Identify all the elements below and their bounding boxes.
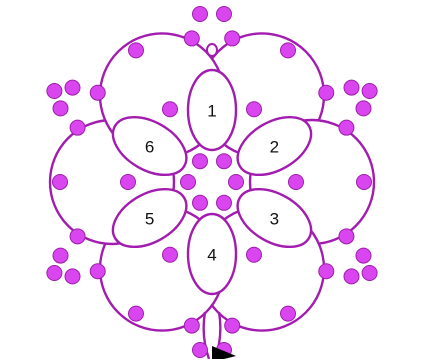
bead-40 (193, 343, 208, 358)
bead-29 (129, 43, 144, 58)
bead-43 (53, 248, 68, 263)
bead-48 (47, 84, 62, 99)
bead-6 (193, 154, 208, 169)
bead-36 (362, 84, 377, 99)
bead-13 (184, 31, 199, 46)
bead-38 (356, 248, 371, 263)
bead-34 (356, 101, 371, 116)
bead-19 (339, 229, 354, 244)
bead-31 (217, 7, 232, 22)
bead-1 (217, 154, 232, 169)
ring-label-6: 6 (145, 137, 154, 156)
bead-12 (163, 102, 178, 117)
bead-20 (281, 306, 296, 321)
bead-44 (65, 269, 80, 284)
ring-label-4: 4 (207, 245, 216, 264)
bead-7 (247, 102, 262, 117)
bead-39 (362, 266, 377, 281)
ring-label-5: 5 (145, 209, 154, 228)
bead-22 (225, 318, 240, 333)
bead-46 (65, 80, 80, 95)
bead-24 (70, 229, 85, 244)
bead-17 (357, 175, 372, 190)
bead-5 (181, 175, 196, 190)
bead-30 (225, 31, 240, 46)
bead-35 (344, 80, 359, 95)
bead-28 (70, 120, 85, 135)
bead-9 (247, 247, 262, 262)
bead-10 (163, 247, 178, 262)
bead-32 (193, 7, 208, 22)
ring-label-2: 2 (270, 137, 279, 156)
bead-23 (129, 306, 144, 321)
bead-25 (90, 264, 105, 279)
bead-15 (339, 120, 354, 135)
bead-3 (217, 195, 232, 210)
ring-label-3: 3 (270, 209, 279, 228)
bead-11 (121, 175, 136, 190)
bead-37 (344, 269, 359, 284)
bead-47 (53, 101, 68, 116)
bead-4 (193, 195, 208, 210)
bead-14 (281, 43, 296, 58)
bead-26 (53, 175, 68, 190)
bead-45 (47, 266, 62, 281)
bead-16 (319, 85, 334, 100)
bead-21 (184, 318, 199, 333)
ring-label-1: 1 (207, 101, 216, 120)
bead-27 (90, 85, 105, 100)
bead-2 (229, 175, 244, 190)
bead-8 (289, 175, 304, 190)
bead-18 (319, 264, 334, 279)
top-picot-loop (207, 44, 217, 56)
